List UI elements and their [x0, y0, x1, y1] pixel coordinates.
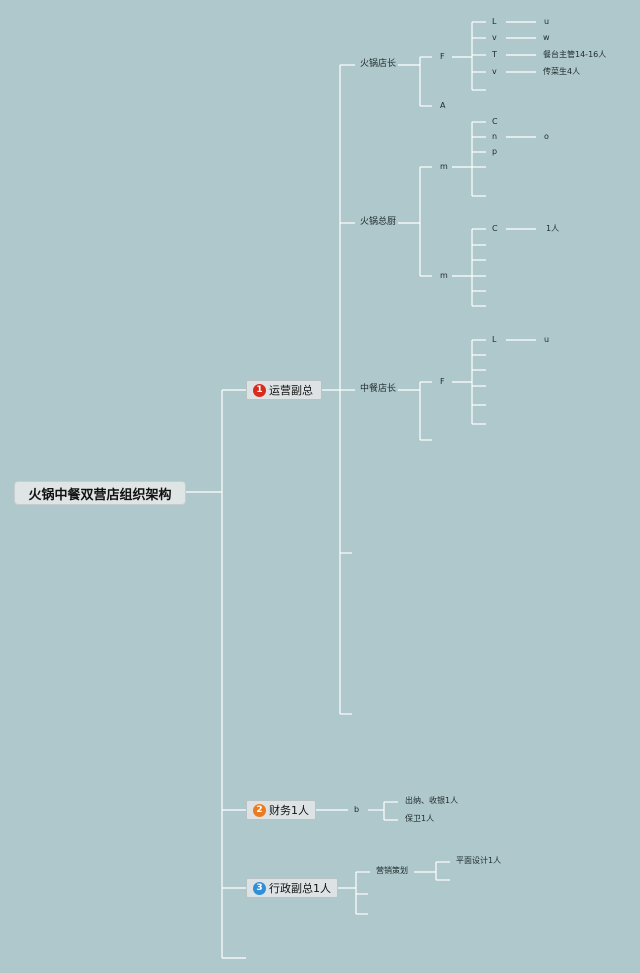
topic-b[interactable]: b — [354, 805, 360, 814]
topic-a[interactable]: A — [440, 101, 446, 110]
topic-u[interactable]: u — [544, 17, 550, 26]
topic-c[interactable]: C — [492, 224, 498, 233]
priority-3-icon: 3 — [253, 881, 266, 895]
topic-m[interactable]: m — [440, 271, 448, 280]
topic-hotpot-manager[interactable]: 火锅店长 — [360, 59, 397, 69]
topic-ops-vp[interactable]: 1 运营副总 — [246, 380, 322, 400]
topic-t[interactable]: T — [492, 50, 497, 59]
topic-admin-vp[interactable]: 3 行政副总1人 — [246, 878, 338, 898]
topic-f[interactable]: F — [440, 52, 445, 61]
topic-l[interactable]: L — [492, 335, 497, 344]
topic-table-supervisor[interactable]: 餐台主管14-16人 — [543, 50, 607, 59]
root-topic[interactable]: 火锅中餐双营店组织架构 — [14, 481, 186, 505]
topic-o[interactable]: o — [544, 132, 549, 141]
topic-v[interactable]: v — [492, 67, 497, 76]
topic-label: 行政副总1人 — [269, 882, 331, 895]
topic-finance[interactable]: 2 财务1人 — [246, 800, 316, 820]
topic-l[interactable]: L — [492, 17, 497, 26]
topic-label: 财务1人 — [269, 804, 309, 817]
priority-1-icon: 1 — [253, 383, 266, 397]
topic-n[interactable]: n — [492, 132, 498, 141]
topic-hotpot-chef[interactable]: 火锅总厨 — [360, 217, 397, 227]
topic-w[interactable]: w — [543, 33, 550, 42]
topic-cashier[interactable]: 出纳、收银1人 — [405, 796, 459, 805]
topic-security[interactable]: 保卫1人 — [405, 814, 435, 823]
topic-one-person[interactable]: 1人 — [546, 224, 560, 233]
priority-2-icon: 2 — [253, 803, 266, 817]
topic-marketing[interactable]: 营销策划 — [376, 866, 408, 875]
topic-chinese-manager[interactable]: 中餐店长 — [360, 384, 397, 394]
topic-food-runner[interactable]: 传菜生4人 — [543, 67, 581, 76]
topic-m[interactable]: m — [440, 162, 448, 171]
topic-c[interactable]: C — [492, 117, 498, 126]
topic-label: 运营副总 — [269, 384, 313, 397]
topic-u[interactable]: u — [544, 335, 550, 344]
topic-f[interactable]: F — [440, 377, 445, 386]
topic-v[interactable]: v — [492, 33, 497, 42]
topic-graphic-design[interactable]: 平面设计1人 — [456, 856, 502, 865]
topic-p[interactable]: p — [492, 147, 498, 156]
